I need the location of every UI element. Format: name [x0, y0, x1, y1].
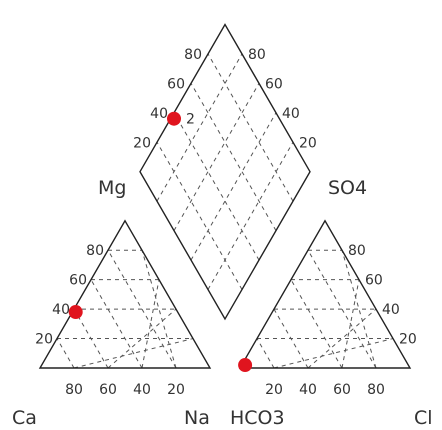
- anion-grid-b: [307, 308, 377, 369]
- anion-right-tick: 40: [382, 302, 400, 318]
- diamond-grid-a: [173, 83, 260, 231]
- cation-left-tick: 80: [86, 243, 104, 259]
- diamond-mg-label: Mg: [98, 177, 126, 199]
- diamond-grid-b: [190, 83, 277, 231]
- tick-labels: 20 40 60 80 80 60 40 20 20 40 60 80 20 40 60 80 20 40 60 80…: [35, 47, 417, 398]
- cation-left-tick: 40: [52, 302, 70, 318]
- diamond-grid-a: [190, 112, 277, 261]
- anion-grid-a: [273, 308, 309, 369]
- cation-bottom-tick: 40: [133, 382, 151, 398]
- anion-bottom-tick: 40: [299, 382, 317, 398]
- diamond-so4-label: SO4: [328, 177, 367, 199]
- cation-ca-label: Ca: [12, 407, 37, 429]
- diamond-point: [167, 111, 181, 126]
- cation-triangle: [38, 219, 212, 369]
- anion-cl-label: Cl: [414, 407, 433, 429]
- diamond-right-tick: 60: [265, 76, 283, 92]
- cation-bottom-tick: 80: [65, 382, 83, 398]
- diamond-right-tick: 20: [299, 135, 317, 151]
- diamond-grid-b: [156, 142, 243, 290]
- diamond-point-label: 2: [186, 112, 195, 128]
- diamond-left-tick: 60: [167, 76, 185, 92]
- cation-grid-b: [107, 308, 177, 369]
- diamond-grid-b: [173, 112, 260, 261]
- cation-point: [68, 305, 83, 320]
- anion-grid-a: [256, 338, 275, 369]
- anion-hco3-label: HCO3: [230, 407, 285, 429]
- cation-grid-a: [107, 249, 177, 369]
- diamond: [139, 23, 311, 321]
- cation-bottom-tick: 60: [99, 382, 117, 398]
- anion-right-tick: 80: [348, 243, 366, 259]
- cation-grid-a: [56, 338, 75, 369]
- anion-bottom-tick: 80: [367, 382, 385, 398]
- diamond-left-tick: 20: [133, 135, 151, 151]
- anion-triangle: [238, 219, 412, 369]
- anion-grid-b: [341, 279, 360, 369]
- diagram-outlines: [38, 23, 412, 369]
- cation-grid-a: [90, 279, 143, 369]
- cation-grid-a: [73, 308, 109, 369]
- cation-grid-b: [141, 279, 160, 369]
- data-points: 2: [68, 111, 253, 373]
- cation-bottom-tick: 20: [167, 382, 185, 398]
- diamond-left-tick: 80: [184, 47, 202, 63]
- anion-right-tick: 20: [399, 332, 417, 348]
- anion-bottom-tick: 20: [265, 382, 283, 398]
- diamond-right-tick: 40: [282, 106, 300, 122]
- diamond-left-tick: 40: [150, 106, 168, 122]
- diamond-grid-a: [207, 142, 294, 290]
- anion-right-tick: 60: [365, 273, 383, 289]
- cation-left-tick: 60: [69, 273, 87, 289]
- anion-grid-a: [307, 249, 377, 369]
- cation-left-tick: 20: [35, 332, 53, 348]
- anion-grid-a: [290, 279, 343, 369]
- anion-point: [238, 358, 253, 373]
- anion-bottom-tick: 60: [333, 382, 351, 398]
- cation-na-label: Na: [184, 407, 210, 429]
- diamond-right-tick: 80: [248, 47, 266, 63]
- grid-lines: [56, 53, 394, 369]
- corner-labels: Ca Na HCO3 Cl Mg SO4: [12, 177, 433, 429]
